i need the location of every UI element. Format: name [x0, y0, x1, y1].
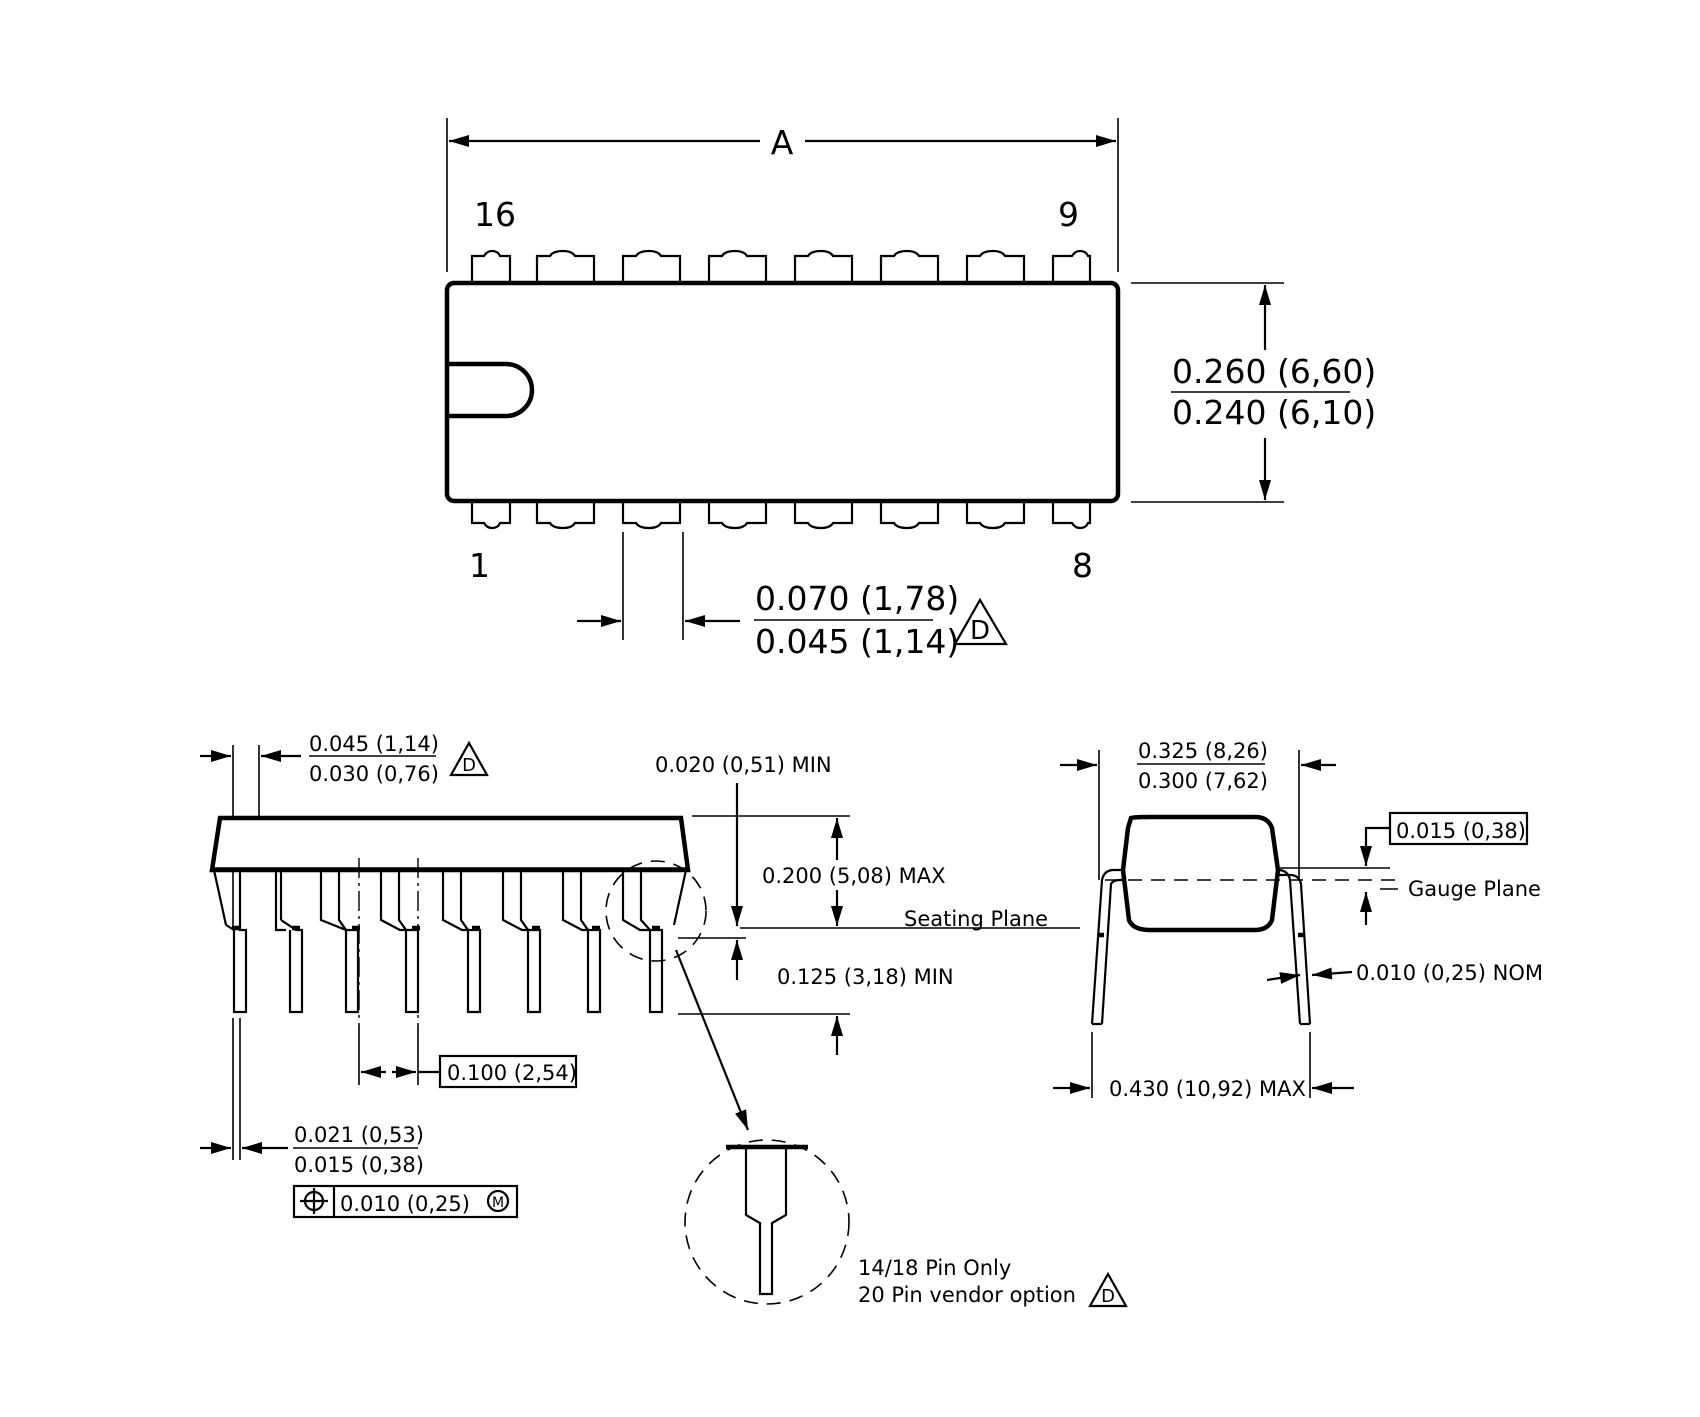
- end-view: 0.325 (8,26) 0.300 (7,62) Gauge Plane 0.…: [1053, 739, 1543, 1101]
- pin-9-label: 9: [1058, 195, 1079, 234]
- side-lead-width-upper: 0.021 (0,53): [294, 1123, 424, 1147]
- side-pitch-box: 0.100 (2,54): [447, 1061, 577, 1085]
- detail-note-d-triangle: D: [1088, 1271, 1128, 1308]
- end-lead-thickness: 0.010 (0,25) NOM: [1356, 961, 1543, 985]
- side-lead-width-lower: 0.015 (0,38): [294, 1153, 424, 1177]
- detail-circle: [684, 1139, 850, 1305]
- position-tolerance-value: 0.010 (0,25): [340, 1192, 470, 1216]
- pin-8-label: 8: [1072, 546, 1093, 585]
- detail-callout-circle: [605, 860, 707, 962]
- top-pins: [470, 249, 1092, 282]
- svg-text:D: D: [1101, 1286, 1115, 1307]
- svg-text:D: D: [970, 616, 990, 646]
- detail-line-1: 14/18 Pin Only: [858, 1256, 1011, 1280]
- side-end-lead-lower: 0.030 (0,76): [309, 762, 439, 786]
- pin-16-label: 16: [474, 195, 516, 234]
- top-note-d-triangle: D: [953, 597, 1008, 646]
- svg-text:M: M: [492, 1195, 504, 1211]
- pin-1-label: 1: [469, 546, 490, 585]
- side-end-lead-upper: 0.045 (1,14): [309, 732, 439, 756]
- mmc-symbol-icon: [486, 1189, 510, 1213]
- package-body-end: [1120, 814, 1281, 933]
- svg-text:D: D: [462, 755, 476, 776]
- seating-plane-label: Seating Plane: [904, 907, 1048, 931]
- gauge-box-value: 0.015 (0,38): [1396, 819, 1526, 843]
- side-lead-length-min: 0.125 (3,18) MIN: [777, 965, 954, 989]
- top-pitch-lower: 0.045 (1,14): [755, 622, 959, 661]
- bottom-pins: [470, 498, 1092, 530]
- side-note-d-triangle: D: [449, 740, 489, 777]
- side-leads: [225, 870, 664, 1014]
- detail-line-2: 20 Pin vendor option: [858, 1283, 1076, 1307]
- position-tolerance-frame: 0.010 (0,25) M: [292, 1184, 519, 1219]
- top-width-min: 0.240 (6,10): [1172, 393, 1376, 432]
- end-lead-left: [1090, 868, 1130, 1025]
- package-body-side: [209, 815, 691, 873]
- side-view: 0.045 (1,14) 0.030 (0,76) D: [200, 732, 1080, 1219]
- pin-1-notch: [449, 361, 535, 419]
- dim-a-label: A: [771, 123, 794, 162]
- side-height-max: 0.200 (5,08) MAX: [762, 864, 945, 888]
- package-body-top: [444, 280, 1121, 504]
- top-view: A 16 9 1 8: [444, 118, 1376, 661]
- side-standoff-min: 0.020 (0,51) MIN: [655, 753, 832, 777]
- top-pitch-upper: 0.070 (1,78): [755, 579, 959, 618]
- end-span-max: 0.430 (10,92) MAX: [1109, 1077, 1306, 1101]
- top-width-max: 0.260 (6,60): [1172, 352, 1376, 391]
- end-width-upper: 0.325 (8,26): [1138, 739, 1268, 763]
- detail-view: 14/18 Pin Only 20 Pin vendor option D: [684, 1139, 1128, 1308]
- end-width-lower: 0.300 (7,62): [1138, 769, 1268, 793]
- gauge-plane-label: Gauge Plane: [1408, 877, 1541, 901]
